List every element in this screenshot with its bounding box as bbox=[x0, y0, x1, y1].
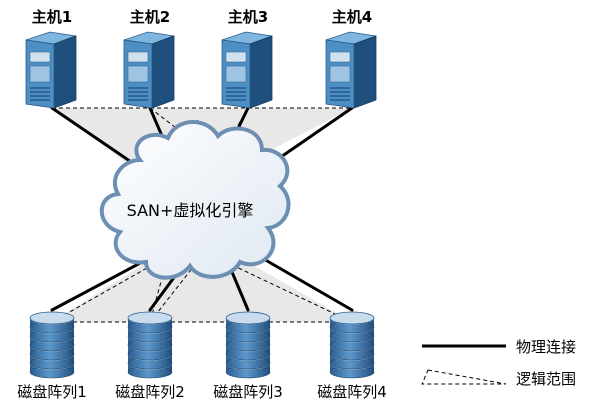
host-2: 主机2 bbox=[123, 8, 175, 109]
cloud-label: SAN+虚拟化引擎 bbox=[127, 201, 254, 220]
storage-arrays: 磁盘阵列1 磁盘阵列2 磁盘阵列3 磁盘阵列4 bbox=[17, 311, 387, 401]
legend-physical-label: 物理连接 bbox=[516, 338, 576, 356]
disk-stack-icon bbox=[225, 311, 271, 379]
server-icon bbox=[325, 31, 377, 109]
host-label: 主机3 bbox=[228, 8, 268, 26]
server-icon bbox=[25, 31, 77, 109]
storage3-link bbox=[230, 270, 250, 312]
storage-label: 磁盘阵列4 bbox=[317, 383, 387, 401]
san-cloud: SAN+虚拟化引擎 bbox=[99, 120, 291, 280]
legend: 物理连接 逻辑范围 bbox=[421, 338, 576, 388]
storage-label: 磁盘阵列1 bbox=[17, 383, 87, 401]
legend-logical-shape bbox=[421, 369, 507, 385]
hosts: 主机1 主机2 主机3 主机4 bbox=[25, 8, 377, 109]
host-label: 主机2 bbox=[130, 8, 170, 26]
host-3: 主机3 bbox=[221, 8, 273, 109]
storage1-link bbox=[50, 258, 148, 312]
cloud-shape bbox=[99, 120, 291, 280]
storage4-link bbox=[260, 256, 354, 312]
host1-link bbox=[50, 106, 142, 170]
storage-array-2: 磁盘阵列2 bbox=[115, 311, 185, 401]
storage-label: 磁盘阵列2 bbox=[115, 383, 185, 401]
disk-stack-icon bbox=[127, 311, 173, 379]
disk-stack-icon bbox=[29, 311, 75, 379]
legend-logical-label: 逻辑范围 bbox=[516, 370, 576, 388]
storage-array-3: 磁盘阵列3 bbox=[213, 311, 283, 401]
lower-logical-zone bbox=[52, 260, 352, 322]
disk-stack-icon bbox=[329, 311, 375, 379]
host-4: 主机4 bbox=[325, 8, 377, 109]
storage-label: 磁盘阵列3 bbox=[213, 383, 283, 401]
storage-array-4: 磁盘阵列4 bbox=[317, 311, 387, 401]
host-label: 主机4 bbox=[332, 8, 372, 26]
server-icon bbox=[221, 31, 273, 109]
host-1: 主机1 bbox=[25, 8, 77, 109]
host-label: 主机1 bbox=[32, 8, 72, 26]
storage-array-1: 磁盘阵列1 bbox=[17, 311, 87, 401]
server-icon bbox=[123, 31, 175, 109]
lower-dashed-right bbox=[149, 251, 353, 323]
